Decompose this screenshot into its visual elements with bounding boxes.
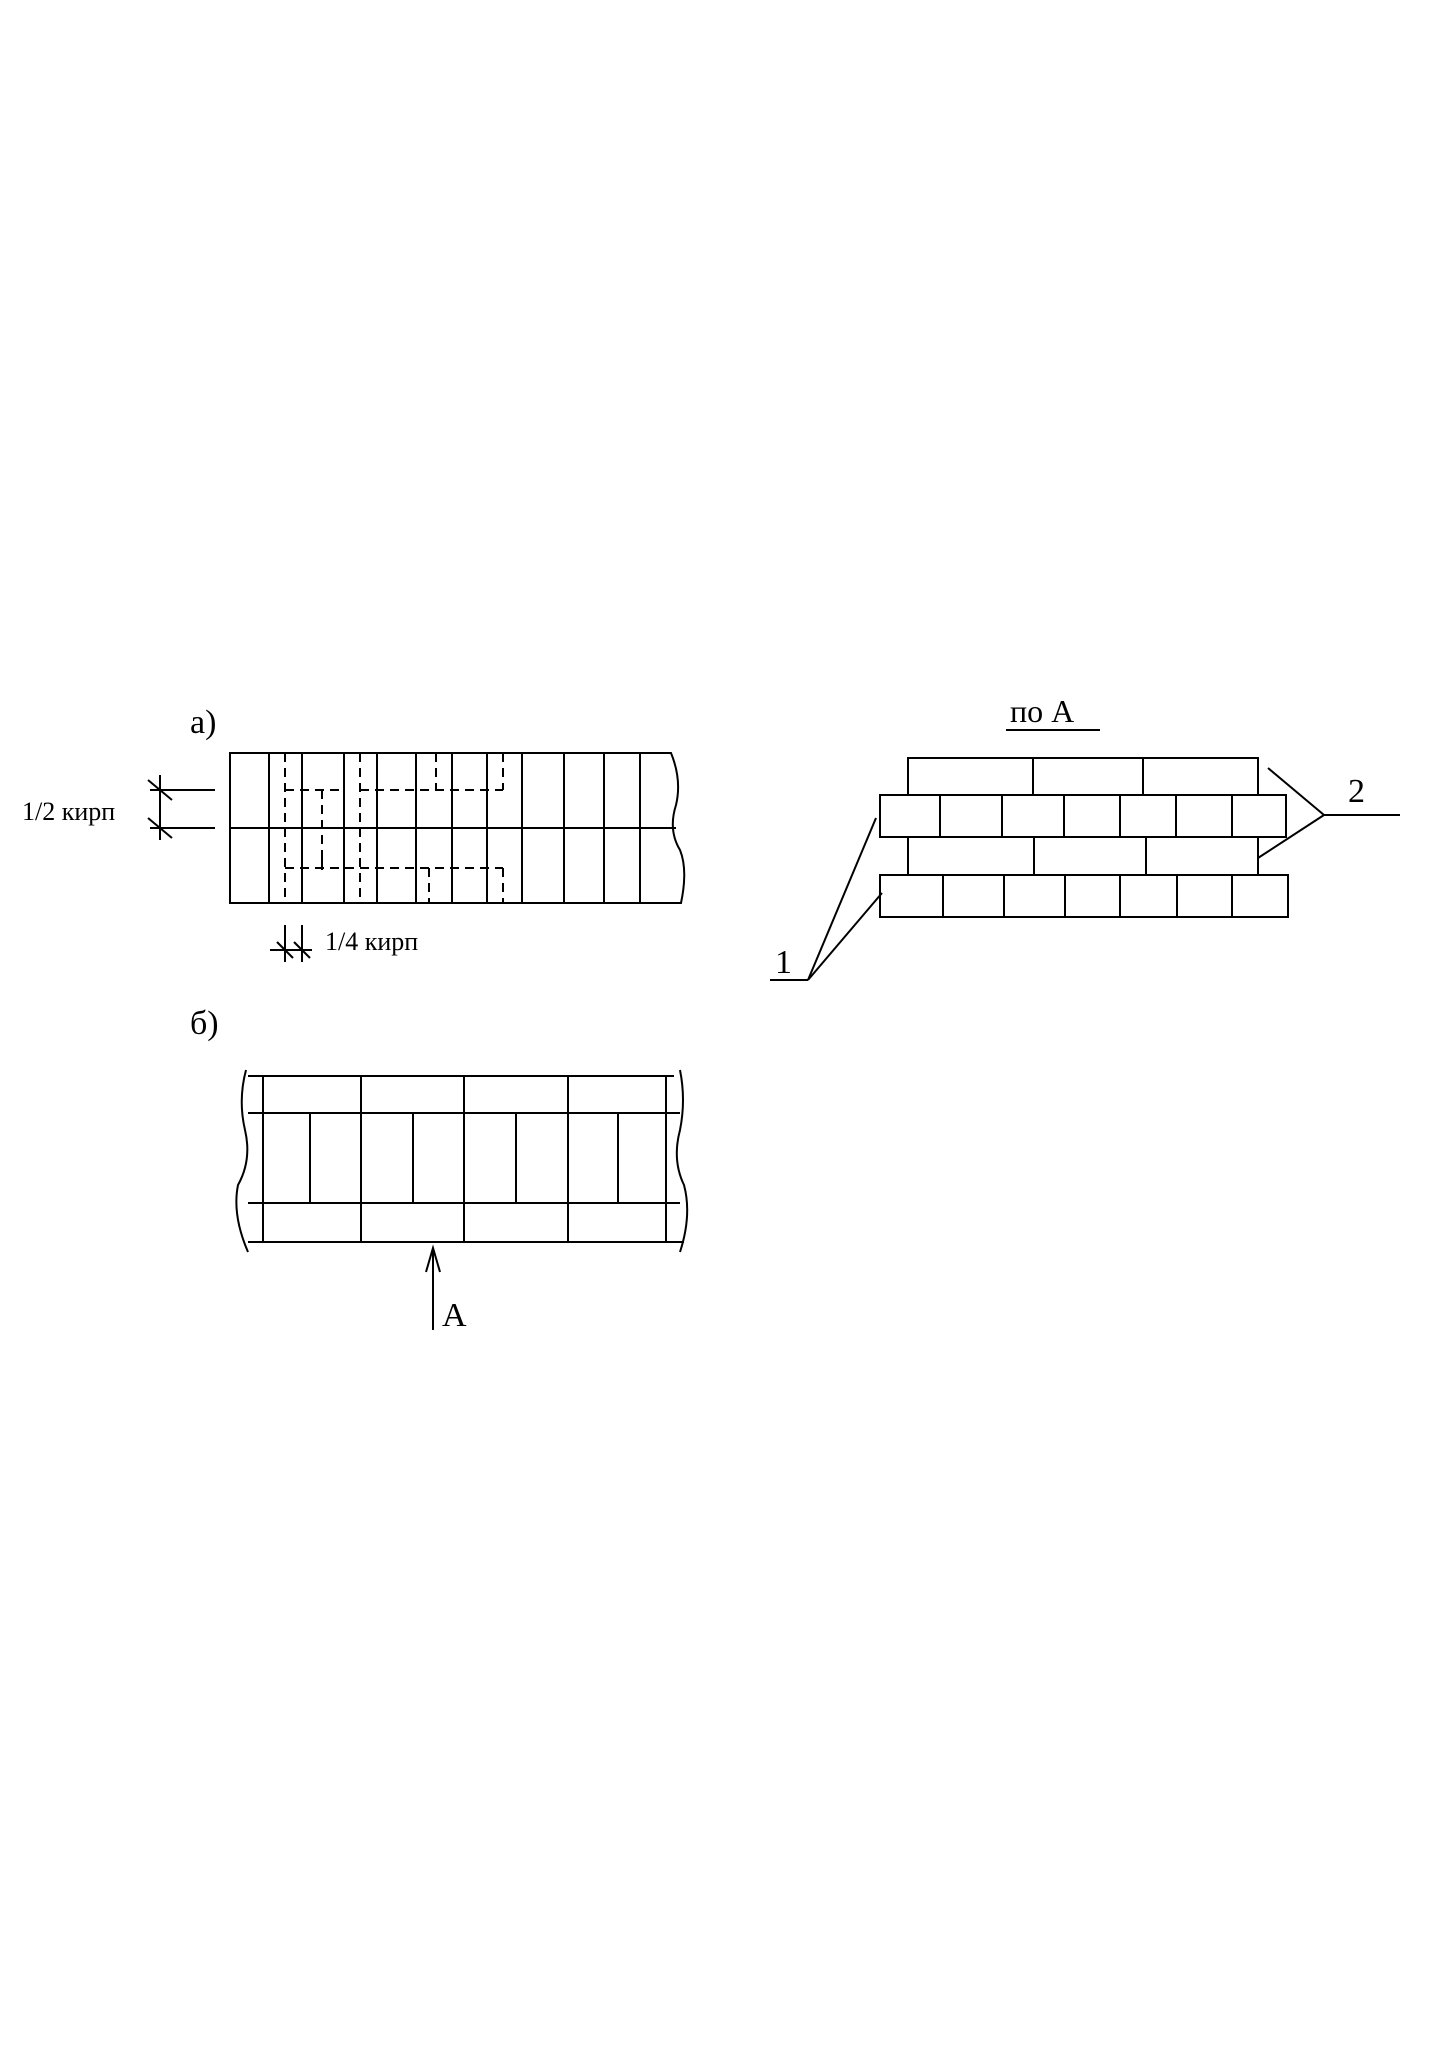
brick [1001,794,1065,838]
wall-b-break-right [675,1069,689,1253]
view-title: по А [1010,693,1074,729]
wall-a-hidden-joints [284,753,504,903]
leader-2-label: 2 [1348,773,1365,810]
quarter-brick-label: 1/4 кирп [325,927,418,956]
brick [942,874,1005,918]
brick [1119,874,1178,918]
wall-b-break-left [235,1069,249,1253]
brick-elevation [879,757,1289,918]
section-arrow [425,1244,441,1330]
leader-1 [770,817,883,981]
brick [1176,874,1233,918]
brick [1119,794,1177,838]
leader-2 [1257,767,1400,859]
brick [879,874,944,918]
brick [1063,794,1121,838]
leader-1-label: 1 [775,944,792,981]
wall-plan-b [235,1069,689,1253]
brick [1032,757,1144,796]
brick [1175,794,1233,838]
wall-plan-a: 1/2 кирп 1/4 кирп [22,752,686,962]
brick [939,794,1003,838]
brick [1064,874,1121,918]
dimension-half-brick [147,775,215,840]
brick [907,836,1035,876]
brick [1003,874,1066,918]
brick [1145,836,1259,876]
brick [1231,874,1289,918]
half-brick-label: 1/2 кирп [22,797,115,826]
brick [1231,794,1287,838]
brick [1142,757,1259,796]
fig-a-label: а) [190,704,216,741]
fig-b-label: б) [190,1005,219,1042]
wall-a-outline [229,752,686,904]
brick [1033,836,1147,876]
dimension-quarter-brick [270,925,312,962]
brick [879,794,941,838]
section-arrow-label: А [442,1297,467,1334]
brick [907,757,1034,796]
